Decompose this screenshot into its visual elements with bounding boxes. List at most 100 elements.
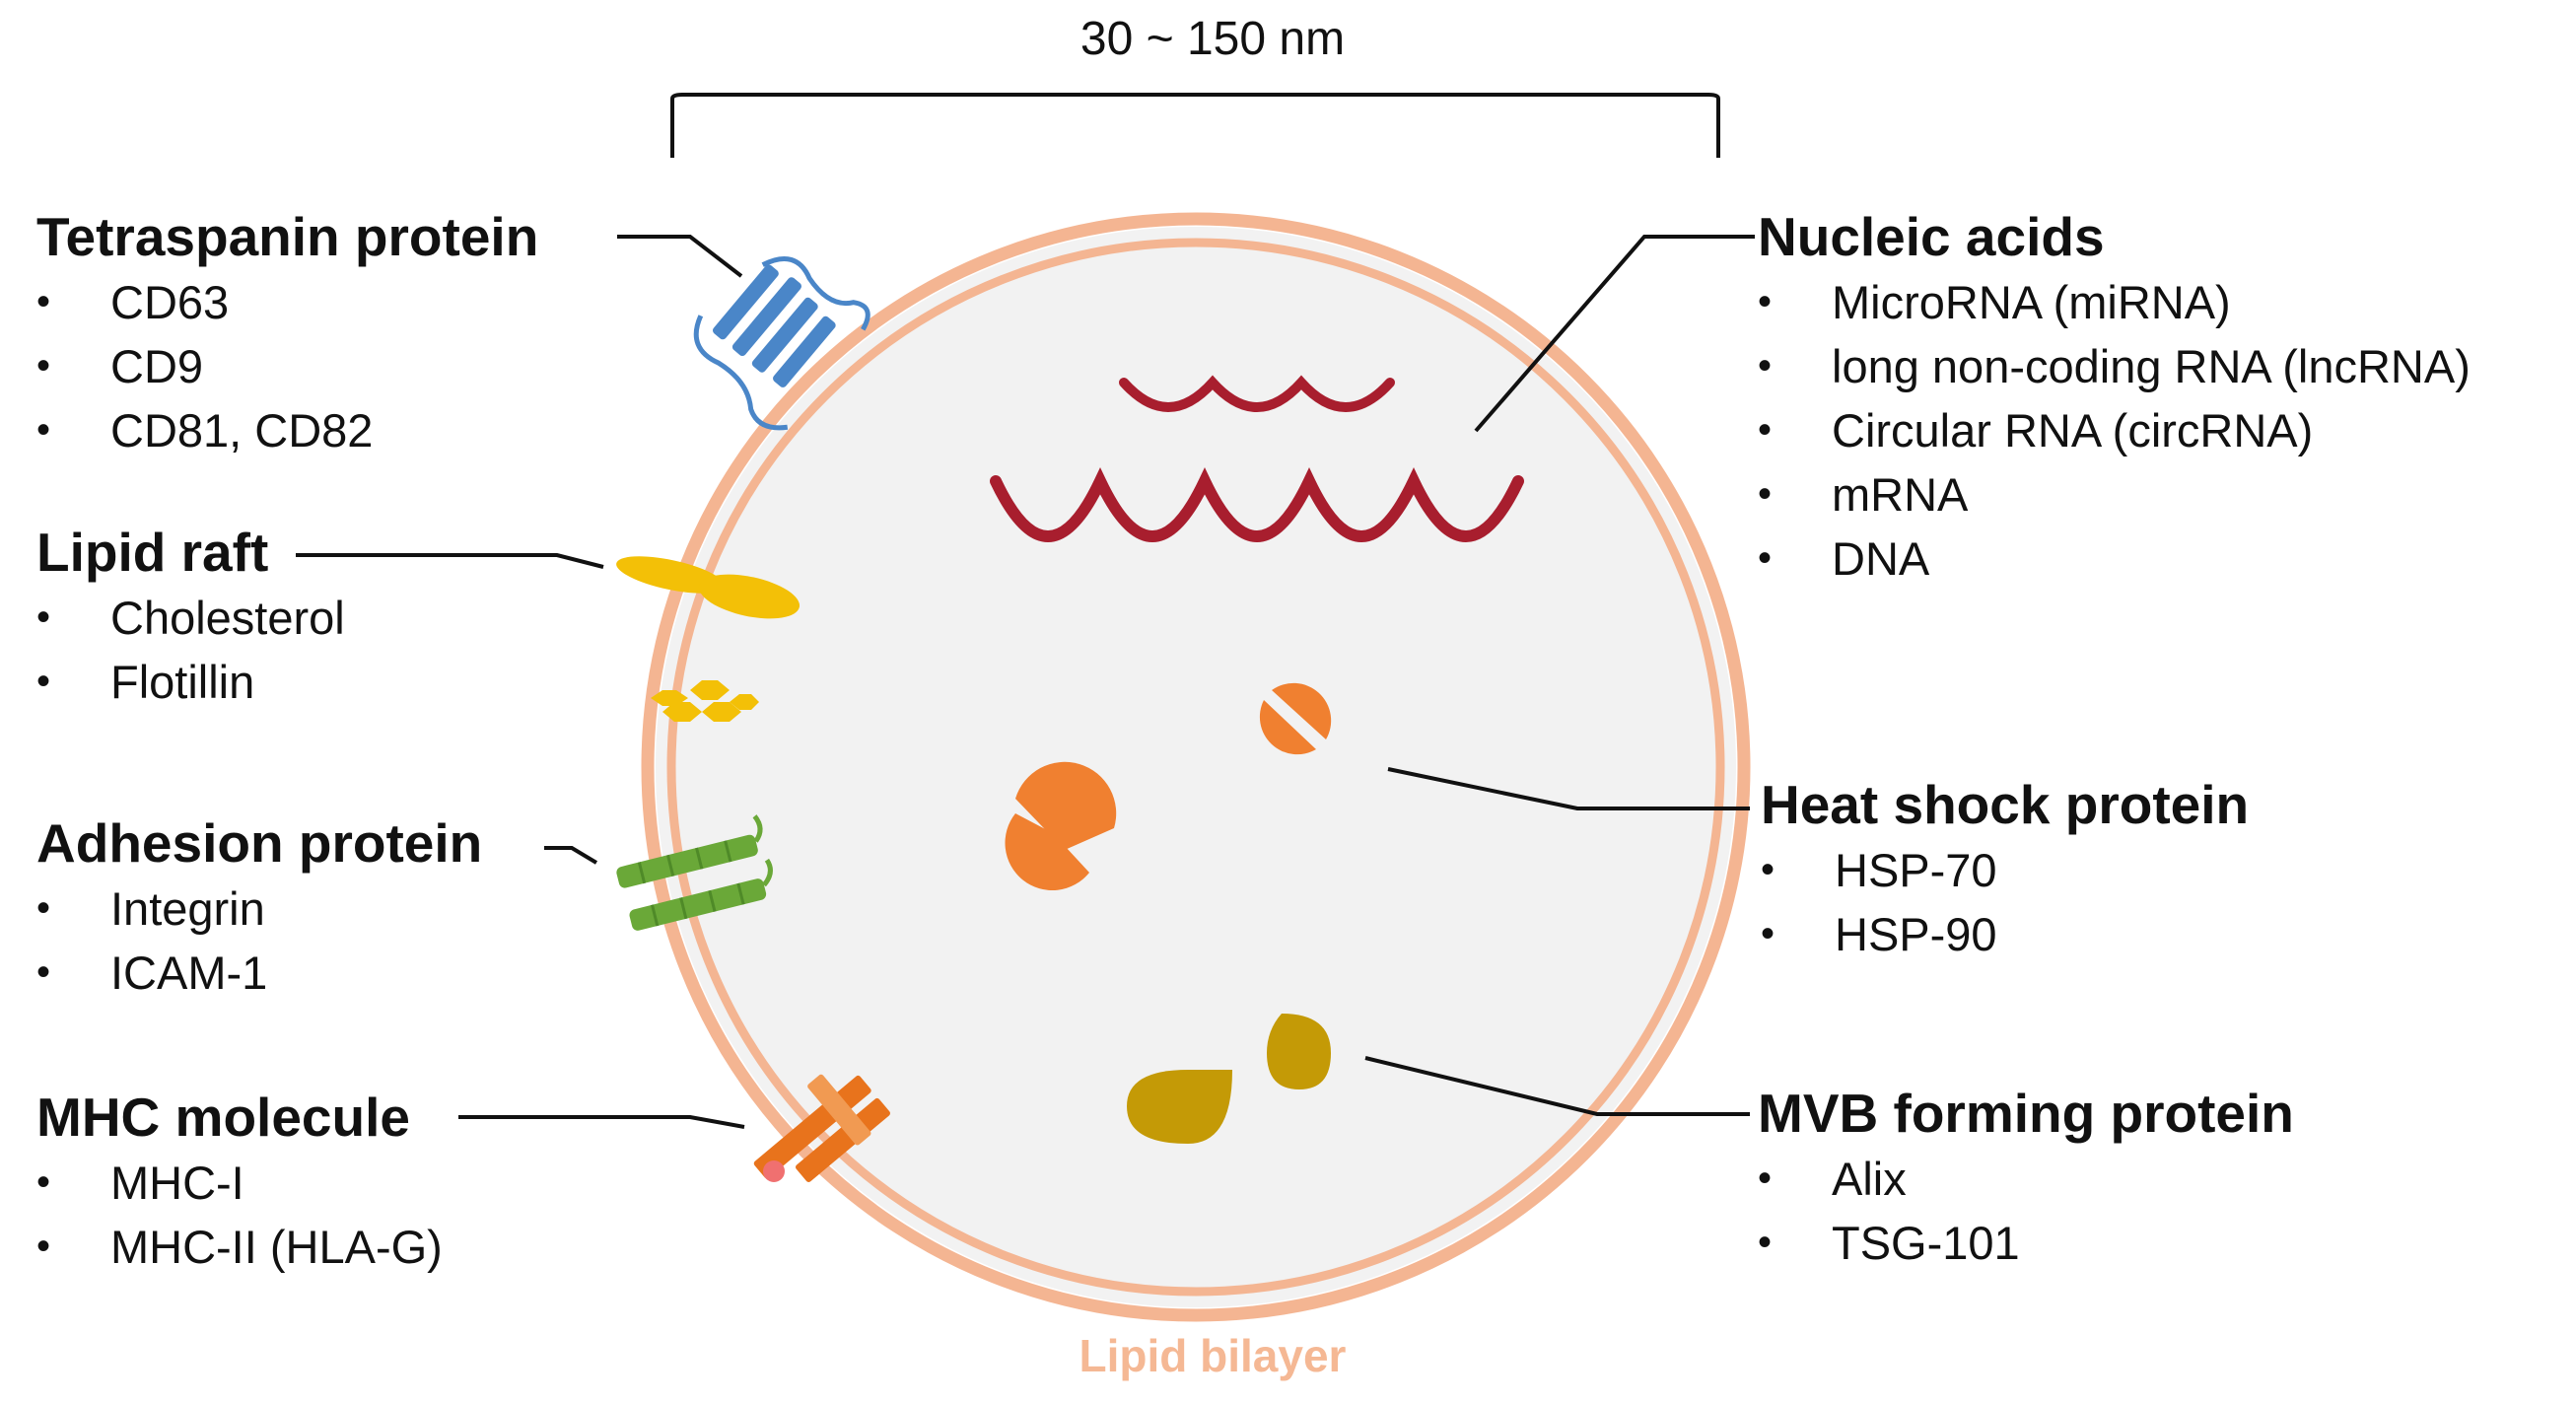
bullet: • (1758, 472, 1773, 516)
list-item: • CD9 (36, 334, 538, 398)
leader-line-lipid-raft (296, 553, 604, 569)
group-title: MHC molecule (36, 1087, 410, 1148)
list-item: • MHC-II (HLA-G) (36, 1215, 443, 1279)
group-title: Adhesion protein (36, 812, 483, 874)
list-item: • HSP-90 (1761, 902, 2249, 966)
item-list: • Alix • TSG-101 (1758, 1147, 2294, 1275)
bullet: • (36, 1225, 51, 1268)
list-item: •Flotillin (36, 650, 345, 714)
group-title: Nucleic acids (1758, 206, 2105, 267)
tetraspanin-helix-icon (693, 255, 870, 431)
size-range-label: 30 ~ 150 nm (1079, 13, 1346, 65)
membrane-outer-leaflet (641, 212, 1751, 1322)
bullet: • (36, 950, 51, 994)
group-title: Lipid raft (36, 522, 269, 583)
bullet: • (1758, 408, 1773, 452)
item-label: ICAM-1 (110, 947, 268, 999)
lipid-bilayer-label: Lipid bilayer (1079, 1330, 1347, 1381)
list-item: • Circular RNA (circRNA) (1758, 398, 2471, 462)
list-item: • Integrin (36, 877, 482, 941)
group-title: Tetraspanin protein (36, 206, 539, 267)
nucleic-acids-group: Nucleic acids • MicroRNA (miRNA) • long no… (1758, 205, 2471, 591)
item-label: HSP-70 (1835, 844, 1997, 896)
item-label: Circular RNA (circRNA) (1832, 404, 2314, 456)
item-label: TSG-101 (1832, 1217, 2020, 1269)
lipid-raft-group: Lipid raft • Cholesterol •Flotillin (36, 521, 345, 714)
rna-strand-short-icon (1119, 375, 1395, 412)
leader-line-mhc (458, 1115, 745, 1129)
item-label: long non-coding RNA (lncRNA) (1832, 340, 2471, 392)
leader-line-nucleic (1474, 235, 1755, 433)
vesicle-lumen (656, 227, 1736, 1307)
membrane-inner-leaflet (666, 238, 1725, 1297)
item-list: • Integrin • ICAM-1 (36, 877, 482, 1005)
list-item: •CD63 (36, 270, 538, 334)
item-list: •CD63 • CD9 • CD81, CD82 (36, 270, 538, 462)
cholesterol-ellipse-icon (616, 556, 801, 619)
list-item: • Alix (1758, 1147, 2294, 1211)
heat-shock-protein-group: Heat shock protein • HSP-70 • HSP-90 (1761, 773, 2249, 966)
leader-line-mvb (1364, 1056, 1750, 1116)
item-label: Flotillin (110, 656, 255, 708)
list-item: • TSG-101 (1758, 1211, 2294, 1275)
item-list: • MicroRNA (miRNA) • long non-coding RNA (… (1758, 270, 2471, 591)
leader-line-adhesion (544, 846, 598, 865)
mhc-cross-icon (753, 1074, 890, 1182)
mvb-forming-protein-group: MVB forming protein • Alix • TSG-101 (1758, 1082, 2294, 1275)
bullet: • (1758, 344, 1773, 387)
item-label: mRNA (1832, 468, 1969, 521)
list-item: • Cholesterol (36, 586, 345, 650)
item-list: • Cholesterol •Flotillin (36, 586, 345, 714)
size-bracket (670, 93, 1720, 158)
group-title: MVB forming protein (1758, 1083, 2294, 1144)
item-label: Integrin (110, 882, 265, 935)
leader-line-hsp (1387, 767, 1750, 810)
item-label: CD9 (110, 340, 204, 392)
bullet: • (1761, 848, 1775, 891)
item-label: CD81, CD82 (110, 404, 374, 456)
group-title: Heat shock protein (1761, 774, 2250, 835)
bullet: • (1758, 1157, 1773, 1200)
list-item: • MicroRNA (miRNA) (1758, 270, 2471, 334)
bullet: • (1761, 912, 1775, 955)
bullet: • (36, 596, 51, 639)
item-label: DNA (1832, 532, 1930, 585)
item-label: CD63 (110, 276, 230, 328)
mhc-molecule-group: MHC molecule • MHC-I • MHC-II (HLA-G) (36, 1086, 443, 1279)
mvb-droplet-icon (1127, 1070, 1232, 1144)
item-label: MicroRNA (miRNA) (1832, 276, 2231, 328)
bullet: • (36, 886, 51, 930)
item-label: HSP-90 (1835, 908, 1997, 960)
adhesion-protein-group: Adhesion protein • Integrin • ICAM-1 (36, 811, 482, 1005)
integrin-rod-icon (616, 814, 773, 931)
rna-strand-long-icon (990, 466, 1524, 542)
bullet: • (36, 408, 51, 452)
leader-lines (296, 235, 1755, 1129)
item-label: MHC-II (HLA-G) (110, 1221, 443, 1273)
bullet: • (36, 1160, 51, 1204)
list-item: • HSP-70 (1761, 838, 2249, 902)
list-item: • mRNA (1758, 462, 2471, 526)
mhc-peptide-dot-icon (763, 1160, 785, 1182)
list-item: • CD81, CD82 (36, 398, 538, 462)
list-item: • DNA (1758, 526, 2471, 591)
item-label: MHC-I (110, 1157, 244, 1209)
tetraspanin-group: Tetraspanin protein •CD63 • CD9 • CD81, CD… (36, 205, 538, 462)
item-list: • HSP-70 • HSP-90 (1761, 838, 2249, 966)
mvb-droplet-icon (1267, 1014, 1331, 1089)
hexagon-cluster-icon (651, 680, 759, 722)
hsp-split-disc-icon (1259, 682, 1332, 755)
list-item: • long non-coding RNA (lncRNA) (1758, 334, 2471, 398)
bullet: • (1758, 280, 1773, 323)
item-list: • MHC-I • MHC-II (HLA-G) (36, 1151, 443, 1279)
list-item: • ICAM-1 (36, 941, 482, 1005)
bullet: • (36, 344, 51, 387)
bullet: • (1758, 536, 1773, 580)
bullet: • (1758, 1221, 1773, 1264)
item-label: Cholesterol (110, 592, 345, 644)
leader-line-tetraspanin (617, 235, 743, 278)
list-item: • MHC-I (36, 1151, 443, 1215)
item-label: Alix (1832, 1153, 1907, 1205)
